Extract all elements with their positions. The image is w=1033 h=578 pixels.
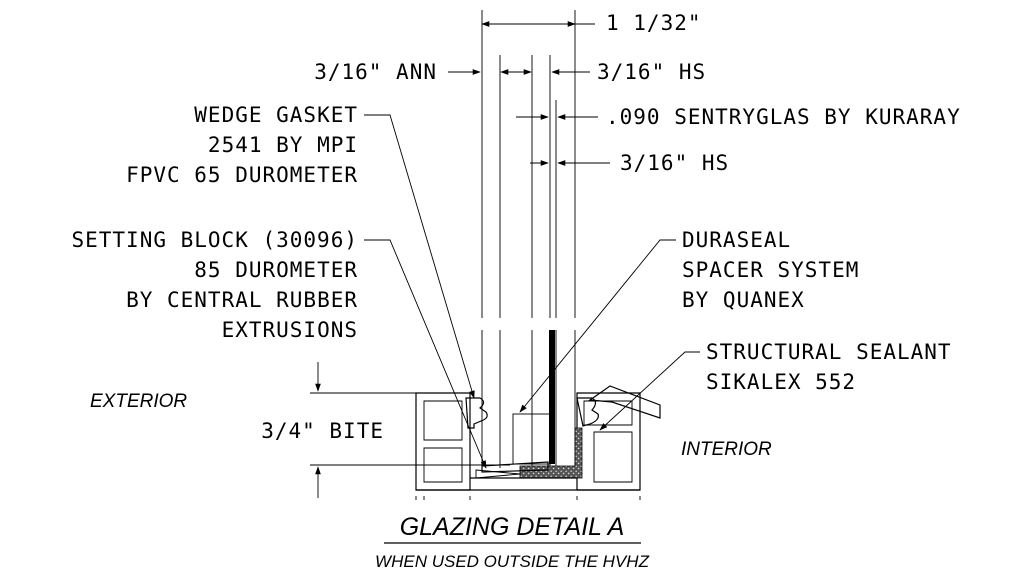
exterior-label: EXTERIOR xyxy=(90,391,187,412)
wedge-gasket-line-2: 2541 BY MPI xyxy=(208,133,358,157)
interior-label: INTERIOR xyxy=(681,439,772,460)
sealant-line-1: STRUCTURAL SEALANT xyxy=(706,340,952,364)
overall-thickness-label: 1 1/32" xyxy=(606,11,702,35)
detail-title: GLAZING DETAIL A xyxy=(400,513,625,541)
glass-lites xyxy=(481,10,576,468)
dimension-lites xyxy=(448,69,610,166)
spacer-line-2: SPACER SYSTEM xyxy=(682,258,859,282)
bite-label: 3/4" BITE xyxy=(261,419,384,443)
frame-extrusion xyxy=(415,385,661,500)
setting-block-line-3: BY CENTRAL RUBBER xyxy=(126,288,358,312)
inner-lite-label: 3/16" HS xyxy=(620,151,729,175)
wedge-gasket-line-1: WEDGE GASKET xyxy=(194,103,358,127)
outer-lite-label: 3/16" ANN xyxy=(314,60,437,84)
spacer-line-3: BY QUANEX xyxy=(682,288,805,312)
setting-block-line-4: EXTRUSIONS xyxy=(222,318,358,342)
leader-lines xyxy=(364,114,700,469)
interlayer-label: .090 SENTRYGLAS BY KURARAY xyxy=(606,105,961,129)
wedge-gasket-line-3: FPVC 65 DUROMETER xyxy=(126,163,358,187)
setting-block-line-1: SETTING BLOCK (30096) xyxy=(71,228,358,252)
setting-block-line-2: 85 DUROMETER xyxy=(194,258,358,282)
detail-subtitle: WHEN USED OUTSIDE THE HVHZ xyxy=(375,552,650,571)
sealant-line-2: SIKALEX 552 xyxy=(706,370,856,394)
middle-lite-label: 3/16" HS xyxy=(597,60,706,84)
duraseal-spacer xyxy=(549,330,555,464)
dimension-bite xyxy=(310,362,510,498)
spacer-line-1: DURASEAL xyxy=(682,228,791,252)
spacer-box xyxy=(512,413,551,465)
